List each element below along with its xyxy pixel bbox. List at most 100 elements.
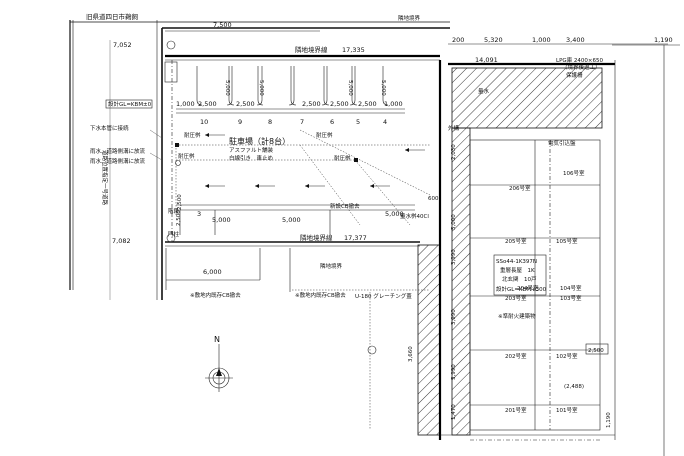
grating: U-180 グレーチング蓋 [355,292,412,300]
dim-v2030: 2,030 [451,144,457,160]
unit-201: 201号室 [505,406,527,414]
unit-101: 101号室 [556,406,578,414]
north-arrow: N [205,335,233,392]
electric: 電気引込盤 [548,139,576,147]
dim-v3990a: 3,990 [451,249,457,265]
left-note-3: 雨水、道路側溝に放流 [90,157,146,165]
dim-top-3400: 3,400 [566,36,585,44]
boundary-top: 隣地境界線 [295,45,328,54]
dim-s1000r: 1,000 [384,100,403,108]
building-gl: 設計GL=KBM+300 [496,285,547,293]
building: 14,091 LPG庫 2400×650 （境界後退工） 保護柵 電気引込盤 量… [176,56,616,441]
dim-r2488: (2,488) [564,384,584,390]
unit-205: 205号室 [505,237,527,245]
dim-14091: 14,091 [475,56,498,64]
lp-gas: LPG庫 2400×650 [556,56,603,64]
manhole [367,345,377,355]
dim-v3990b: 3,990 [451,309,457,325]
exist-cb-2: ※敷地内既存CB撤去 [295,291,346,299]
dim-top-7500: 7,500 [213,21,232,29]
stall-4: 4 [383,118,387,126]
dim-v1470: 1,470 [451,404,457,420]
building-note: ※準耐火建築物 [498,312,536,320]
meter: 量水 [478,87,490,95]
gaikou: 外構 [448,124,460,132]
dim-h5000b: 5,000 [282,216,301,224]
stall-8: 8 [268,118,272,126]
parking-sub1: アスファルト舗装 [229,146,274,154]
building-name1: 重層長屋 1K [500,266,535,274]
parking-sub2: 白線引き 車止め [229,154,273,162]
kaidan: 階段 [168,207,180,215]
parking-title: 駐車場（計8台） [229,136,290,146]
dim-top-5320: 5,320 [484,36,503,44]
dim-s2500e: 2,500 [358,100,377,108]
road-top: 旧県道四日市鵜飼 [86,12,139,21]
unit-206: 206号室 [509,184,531,192]
dim-s2500c: 2,500 [302,100,321,108]
unit-104: 104号室 [560,284,582,292]
water-meter: 量水桝40Cl [400,212,429,220]
dim-h6000: 6,000 [203,268,222,276]
survey-mark-1 [166,40,176,50]
unit-102: 102号室 [556,352,578,360]
left-road: 道路位置指定一号道路 [69,20,163,300]
dim-v5000a: 5,000 [224,80,230,96]
dim-v5000d: 5,000 [380,80,386,96]
dim-h5000a: 5,000 [212,216,231,224]
dim-17335: 17,335 [342,46,365,54]
dim-top-200: 200 [452,36,464,44]
dim-r2500: 2,500 [588,348,604,354]
dim-s2500a: 2,500 [198,100,217,108]
dim-h5000c: 5,000 [385,210,404,218]
unit-202: 202号室 [505,352,527,360]
top-road: 旧県道四日市鵜飼 [70,12,450,29]
dim-v3660: 3,660 [408,346,414,362]
fence-label-a: 耐圧桝 [184,131,201,139]
left-note-2: 雨水、道路側溝に放流 [90,147,146,155]
unit-103: 103号室 [560,294,582,302]
dim-left-7052: 7,052 [113,41,132,49]
unit-203: 203号室 [505,294,527,302]
dim-h2500: 2,500 [176,210,182,226]
gate-post [164,61,178,83]
pillar: 門柱 [168,230,180,238]
pit-c [175,160,181,166]
building-code: SSo44-1K397N [496,259,537,265]
north-label: N [214,335,220,344]
dim-left-7082: 7,082 [112,237,131,245]
reserved: 保護柵 [566,71,583,79]
unit-204: 204号室 [517,284,539,292]
parking-lot: 隣地境界線 17,335 隣地境界線 17,377 1,000 2,500 [164,40,440,247]
dim-top-1000: 1,000 [532,36,551,44]
dim-v600: 600 [428,196,439,202]
left-note-1: 下水本管に接続 [90,124,129,132]
exist-cb-1: ※敷地内既存CB撤去 [190,291,241,299]
stall-5: 5 [356,118,360,126]
lp-gas-sub: （境界後退工） [562,63,601,71]
stall-7: 7 [300,118,304,126]
stall-lines [176,66,405,114]
stall-10: 10 [200,118,208,126]
dim-top-1190: 1,190 [654,36,673,44]
survey-mark-2 [166,233,176,243]
pit-b [354,158,358,162]
dim-v5000b: 5,000 [258,80,264,96]
glass-label: 設計GL=KBM±0 [108,100,152,108]
unit-106: 106号室 [563,169,585,177]
dim-v2500: 2,500 [177,194,183,210]
building-top-hatch [451,67,603,129]
dim-v5000c: 5,000 [347,80,353,96]
building-name2: 北玄関 10戸 [502,275,537,283]
dim-s1000: 1,000 [176,100,195,108]
dim-v5000e: 5,000 [451,214,457,230]
dim-17377: 17,377 [344,234,367,242]
fence-label-d: 耐圧桝 [334,154,351,162]
boundary-bottom: 隣地境界線 [300,233,333,242]
fence-label-b: 耐圧桝 [178,152,195,160]
neighbor-top: 隣地境界 [398,14,421,22]
stall-9: 9 [238,118,242,126]
dim-v3990c: 3,990 [451,364,457,380]
neighbor-left: 隣地境界 [320,262,343,270]
